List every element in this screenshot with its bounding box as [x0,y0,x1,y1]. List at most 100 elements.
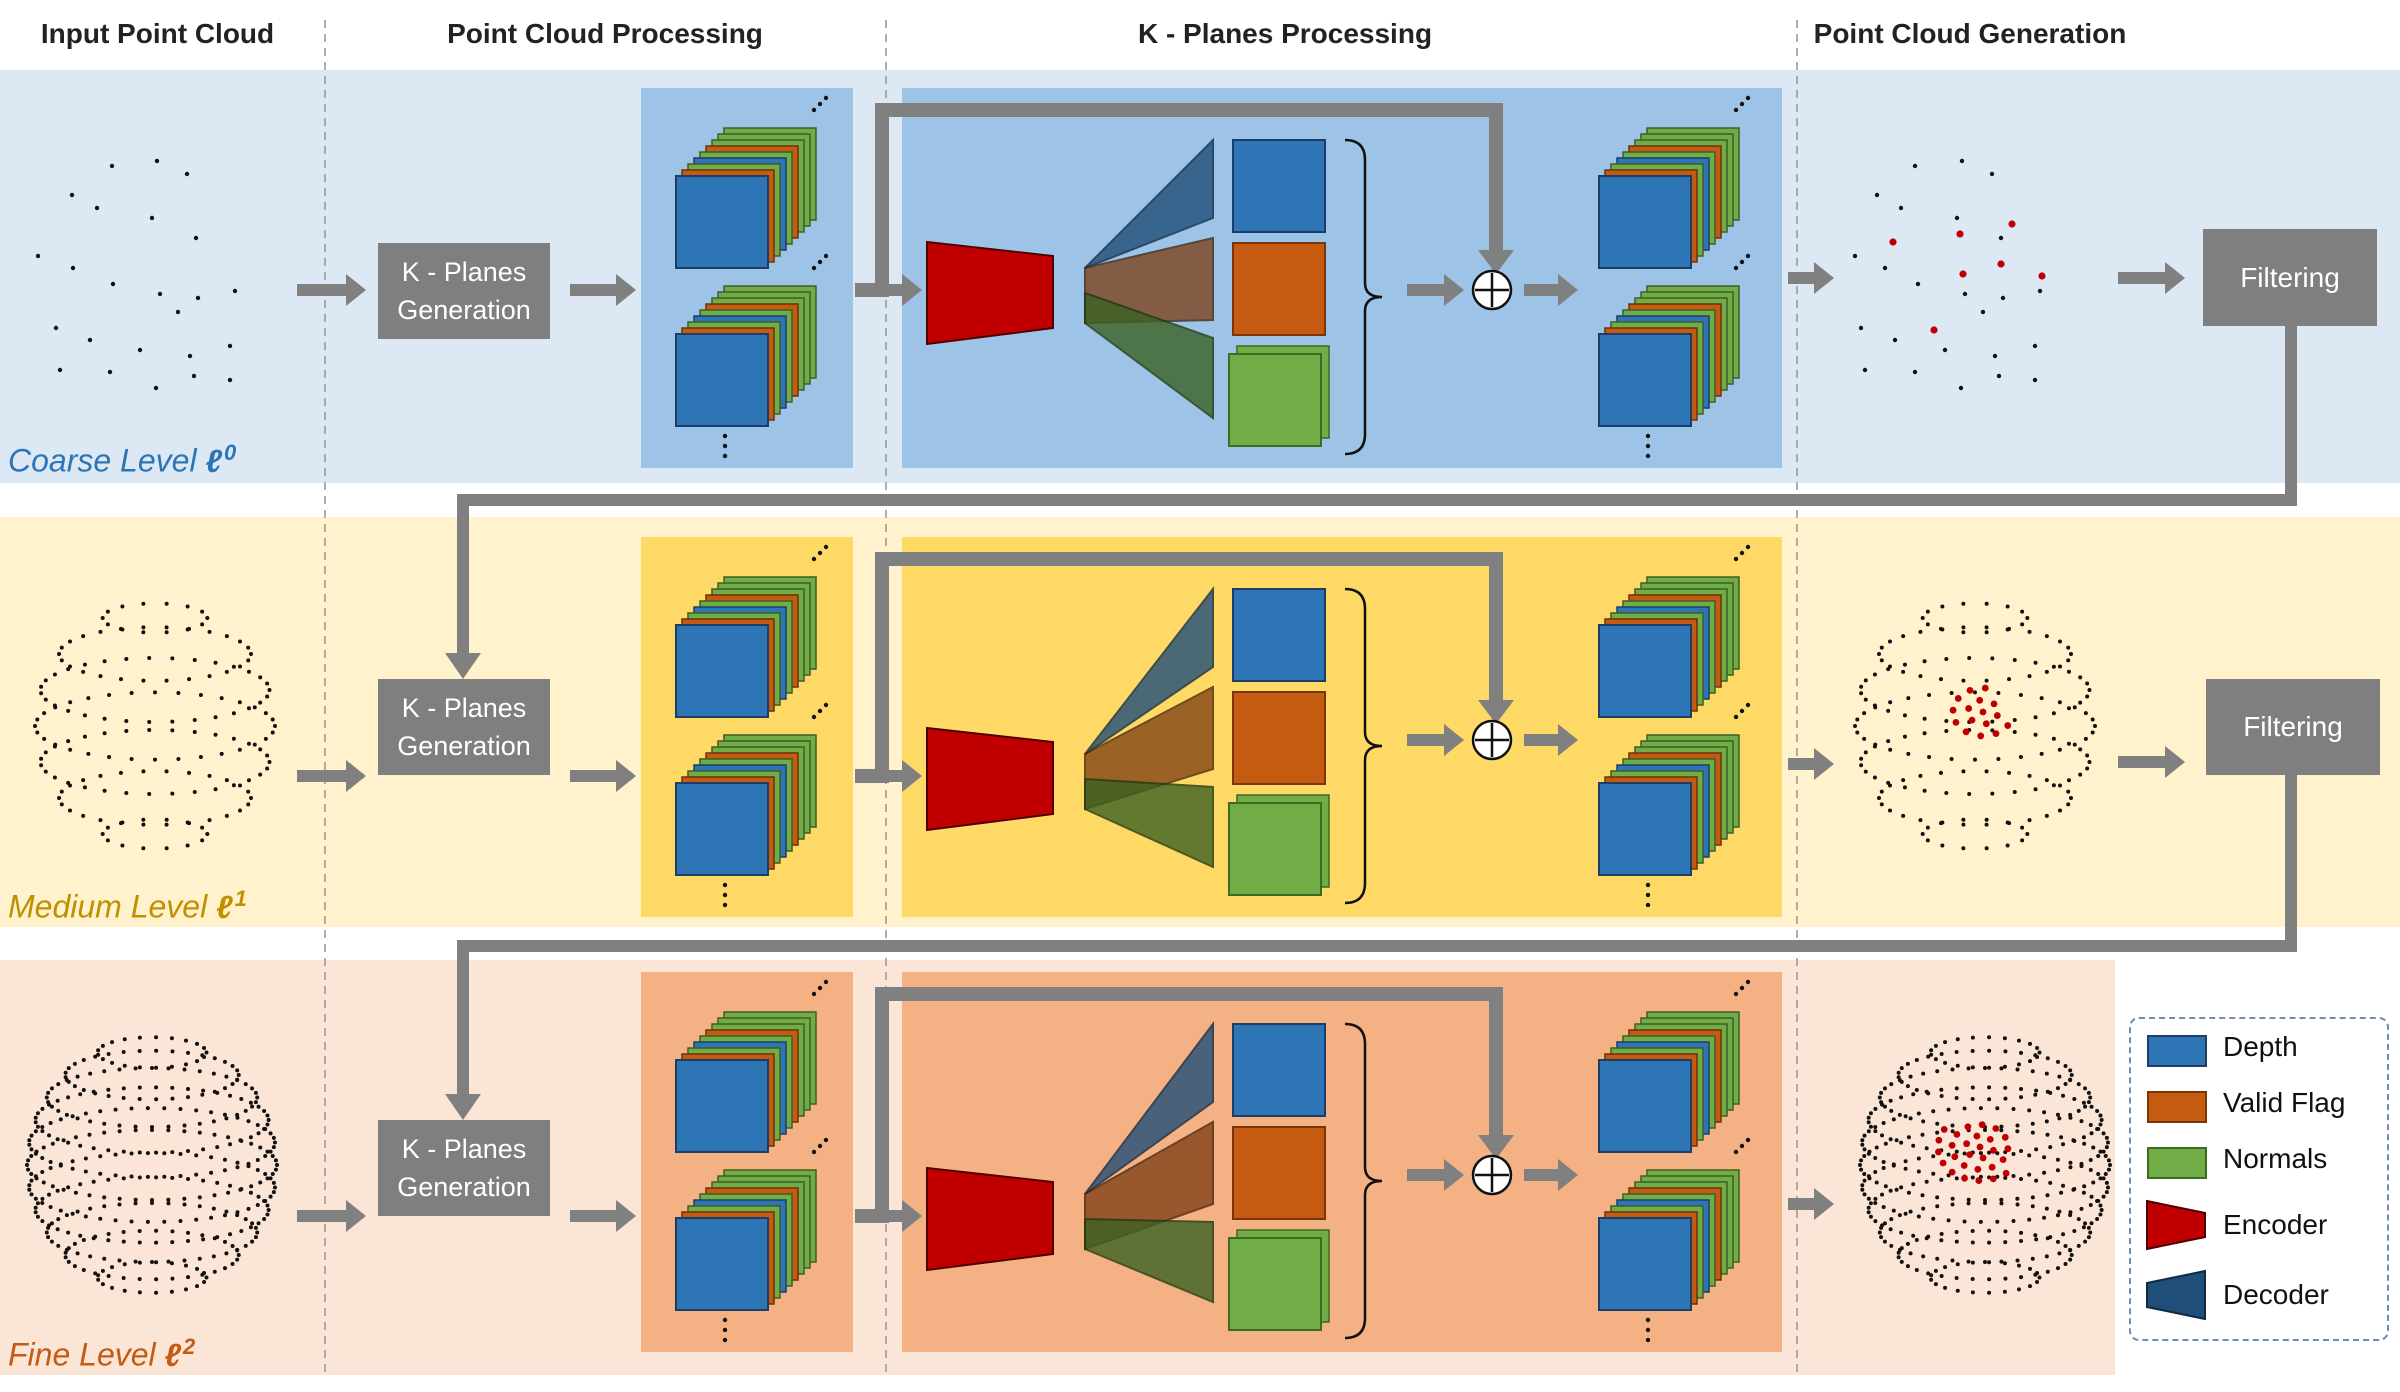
point [2058,639,2063,644]
point [219,751,224,756]
point [120,843,125,848]
point [178,1218,183,1223]
skip-connection-1 [855,552,1503,783]
point [43,750,48,755]
point [270,1153,275,1158]
point [268,1194,273,1199]
point [1863,750,1868,755]
point [195,1284,200,1289]
point [169,1064,174,1069]
point [235,1115,240,1120]
point [2099,1208,2104,1212]
point [26,1167,31,1172]
new-point [1952,718,1960,726]
point [1855,717,1860,722]
point [33,724,37,728]
ellipsis-vertical [722,1327,728,1333]
point [1987,1150,1992,1155]
point [1867,1149,1872,1154]
point [1873,705,1878,710]
point [121,1086,126,1091]
point [154,1290,159,1295]
point [145,1106,150,1111]
point [2071,1138,2076,1143]
point [1906,1135,1911,1140]
brace [1344,138,1383,456]
point [2012,790,2017,795]
point [1899,1095,1904,1100]
point [88,1254,93,1259]
generated-point-cloud-coarse [1852,158,2046,391]
point [235,1160,240,1165]
point [110,1285,115,1290]
ellipsis-diagonal [1733,1149,1739,1155]
ellipsis-diagonal [823,979,829,985]
point [211,1206,216,1211]
point [2101,1194,2106,1199]
input-feature-stack-top-2 [675,1011,817,1153]
point [205,616,210,620]
input-feature-stack-top-1 [675,576,817,718]
point [106,1231,111,1236]
point [100,1268,105,1273]
point [1859,1167,1864,1172]
point [1999,1124,2004,1129]
point [246,1119,251,1124]
point [1880,1133,1885,1138]
point [224,1116,229,1121]
point [117,1258,122,1263]
arrow-to-encoder-0-head [902,274,922,306]
point [2025,616,2030,620]
point [265,694,270,699]
point [164,625,169,630]
point [164,769,169,774]
point [164,601,169,606]
encoder-icon [926,726,1054,832]
new-point [1992,730,2000,738]
point [1912,369,1918,375]
point [102,1195,107,1200]
point [1999,1128,2004,1133]
point [154,1085,159,1090]
point [164,822,169,827]
point [1946,1107,1951,1112]
new-point [1976,696,1984,704]
point [1929,1052,1934,1057]
point [1961,678,1966,683]
point [1987,1048,1992,1053]
point [2015,1258,2020,1263]
point [2003,1229,2008,1234]
point [40,1106,45,1111]
point [1970,1097,1975,1102]
point [2088,1167,2093,1172]
point [78,1143,83,1148]
new-point [1979,708,1987,716]
point [273,724,277,728]
point [1978,1151,1983,1156]
point [102,1121,107,1126]
point [68,747,73,752]
point [1888,700,1893,705]
point [2007,626,2012,631]
point [154,1065,159,1070]
point [2078,772,2083,777]
point [1905,1264,1910,1269]
point [1935,1121,1940,1126]
point [149,215,155,221]
point [1970,1260,1975,1265]
point [1921,1206,1926,1211]
point [91,1179,96,1184]
skip-connection-head-0 [1478,250,1514,274]
point [1897,1213,1902,1218]
point [42,711,47,716]
point [1925,838,1930,843]
point [164,630,169,635]
point [154,1175,159,1180]
point [222,1213,227,1218]
point [200,609,205,614]
point [150,1128,154,1132]
point [1918,773,1923,778]
point [100,616,105,620]
point [1891,1162,1896,1167]
point [1886,708,1891,713]
